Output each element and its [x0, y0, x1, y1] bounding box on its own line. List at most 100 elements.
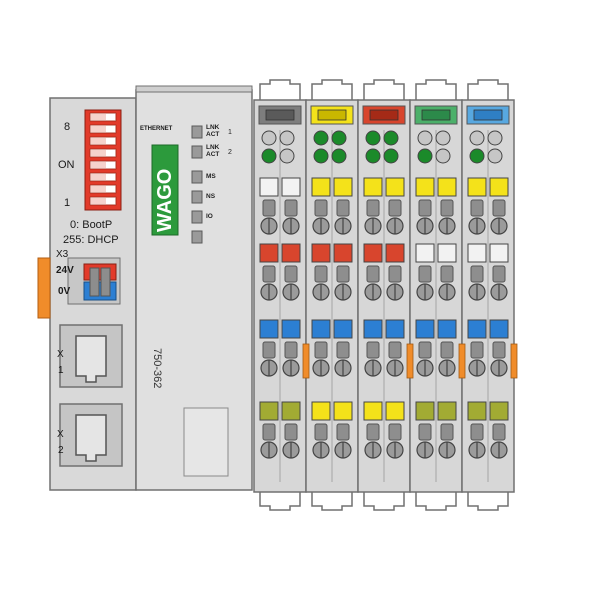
terminal-slot: [440, 265, 454, 283]
terminal-slot: [366, 199, 380, 217]
terminal-release-button: [415, 319, 435, 339]
dip-switch-slot: [89, 148, 117, 158]
terminal-slot: [470, 341, 484, 359]
io-module: [253, 79, 307, 511]
module-led: [383, 130, 399, 146]
terminal-release-button: [385, 243, 405, 263]
controller-led-label: MS: [206, 173, 216, 180]
terminal-release-button: [259, 319, 279, 339]
rail-clip-bottom: [311, 492, 353, 511]
port-x2-jack: [75, 414, 107, 462]
module-led: [261, 130, 277, 146]
module-led: [417, 130, 433, 146]
terminal-slot: [314, 341, 328, 359]
module-led: [469, 148, 485, 164]
module-led: [469, 130, 485, 146]
power-terminal-red: [83, 263, 117, 281]
terminal-slot: [418, 423, 432, 441]
terminal-slot: [284, 265, 298, 283]
terminal-release-button: [311, 243, 331, 263]
io-module-rack: [253, 79, 518, 511]
dip-switch-slot: [89, 136, 117, 146]
terminal-slot: [388, 341, 402, 359]
rail-clip-bottom: [467, 492, 509, 511]
controller-led-label: ACT: [206, 151, 219, 158]
terminal-slot: [388, 265, 402, 283]
dip-switch-slot: [89, 160, 117, 170]
terminal-release-button: [311, 319, 331, 339]
terminal-release-button: [467, 401, 487, 421]
power-jumper-contact-end: [510, 343, 518, 379]
controller-led: [191, 210, 203, 224]
terminal-release-button: [385, 319, 405, 339]
terminal-release-button: [467, 243, 487, 263]
rail-clip-top: [259, 79, 301, 100]
controller-led: [191, 145, 203, 159]
dip-switch-lever: [106, 126, 115, 132]
terminal-release-button: [281, 177, 301, 197]
dip-switch-lever: [106, 150, 115, 156]
terminal-release-button: [363, 319, 383, 339]
dip-switch-lever: [106, 114, 115, 120]
terminal-slot: [314, 265, 328, 283]
terminal-release-button: [415, 177, 435, 197]
module-led: [279, 130, 295, 146]
module-led: [435, 148, 451, 164]
controller-led-label: IO: [206, 213, 213, 220]
terminal-slot: [366, 341, 380, 359]
terminal-release-button: [281, 401, 301, 421]
dip-switch-lever: [106, 174, 115, 180]
terminal-release-button: [437, 401, 457, 421]
rail-clip-bottom: [363, 492, 405, 511]
wago-logo-plate: [151, 144, 179, 236]
terminal-release-button: [333, 319, 353, 339]
terminal-release-button: [281, 319, 301, 339]
terminal-release-button: [259, 177, 279, 197]
module-led: [313, 148, 329, 164]
rail-clip-top: [415, 79, 457, 100]
controller-led: [191, 125, 203, 139]
terminal-release-button: [385, 401, 405, 421]
module-led: [331, 148, 347, 164]
rail-clip-top: [467, 79, 509, 100]
model-number: 750-362: [151, 348, 163, 388]
module-led: [383, 148, 399, 164]
controller-led-index: 1: [228, 129, 232, 136]
terminal-slot: [492, 199, 506, 217]
terminal-slot: [388, 199, 402, 217]
power-connector: [67, 257, 121, 305]
io-module: [458, 79, 515, 511]
terminal-release-button: [437, 319, 457, 339]
power-jumper-contact: [406, 343, 414, 379]
terminal-slot: [262, 341, 276, 359]
terminal-release-button: [437, 243, 457, 263]
terminal-slot: [284, 341, 298, 359]
terminal-release-button: [467, 177, 487, 197]
marking-label-area: [183, 407, 229, 477]
terminal-release-button: [363, 243, 383, 263]
dip-switch-slot: [89, 184, 117, 194]
dip-switch-lever: [106, 198, 115, 204]
terminal-release-button: [437, 177, 457, 197]
port-x1-jack: [75, 335, 107, 383]
terminal-release-button: [333, 177, 353, 197]
terminal-slot: [314, 199, 328, 217]
module-led: [331, 130, 347, 146]
controller-top-ridge: [135, 85, 253, 93]
rail-clip-bottom: [259, 492, 301, 511]
terminal-release-button: [333, 243, 353, 263]
terminal-slot: [470, 265, 484, 283]
terminal-slot: [262, 423, 276, 441]
module-led: [365, 148, 381, 164]
terminal-release-button: [311, 401, 331, 421]
terminal-slot: [492, 265, 506, 283]
power-jumper-contact: [458, 343, 466, 379]
terminal-slot: [336, 265, 350, 283]
module-led: [279, 148, 295, 164]
controller-led: [191, 230, 203, 244]
power-terminal-blue: [83, 281, 117, 301]
module-led: [261, 148, 277, 164]
